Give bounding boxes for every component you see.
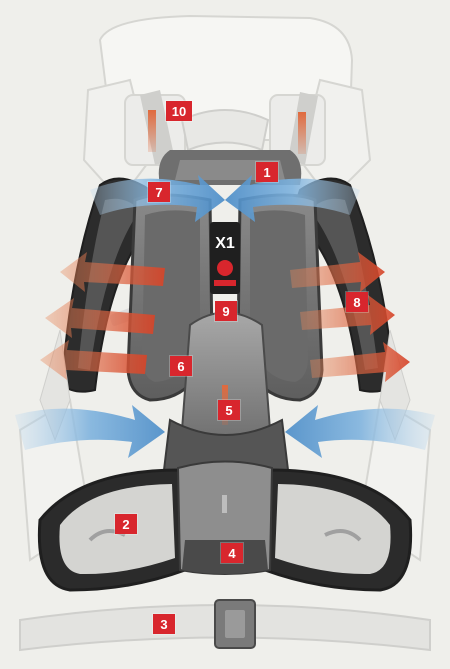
- callout-label-7: 7: [148, 182, 170, 202]
- callout-label-1: 1: [256, 162, 278, 182]
- brand-badge: X1: [210, 222, 240, 294]
- callout-label-5: 5: [218, 400, 240, 420]
- callout-label-3: 3: [153, 614, 175, 634]
- callout-label-4: 4: [221, 543, 243, 563]
- badge-text: X1: [215, 235, 235, 252]
- callout-label-9: 9: [215, 301, 237, 321]
- callout-label-8: 8: [346, 292, 368, 312]
- callout-label-10: 10: [166, 101, 192, 121]
- callout-label-2: 2: [115, 514, 137, 534]
- callout-label-6: 6: [170, 356, 192, 376]
- hip-belt-strap: [20, 600, 430, 650]
